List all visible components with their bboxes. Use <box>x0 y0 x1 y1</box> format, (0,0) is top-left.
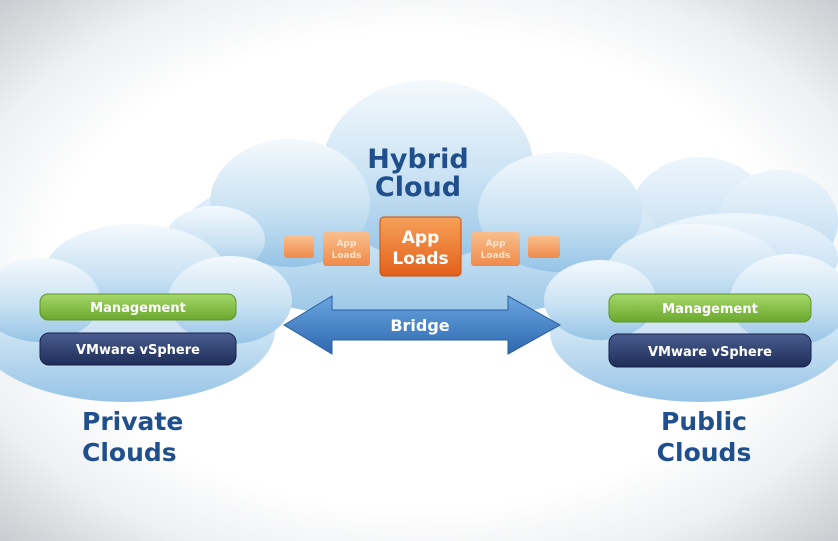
hybrid-title-line1: Hybrid <box>367 144 468 175</box>
app-loads-main-box <box>379 216 462 277</box>
public-vsphere-box: VMware vSphere <box>608 333 812 368</box>
app-loads-stub-left <box>284 236 314 258</box>
private-vsphere-box: VMware vSphere <box>39 332 237 366</box>
private-management-box: Management <box>39 293 237 321</box>
app-loads-small-left-line2: Loads <box>332 251 362 261</box>
app-loads-small-right <box>471 232 520 266</box>
private-clouds-line2: Clouds <box>82 438 177 467</box>
private-management-label: Management <box>90 301 186 316</box>
hybrid-title-line2: Cloud <box>375 172 461 203</box>
app-loads-small-left-line1: App <box>337 239 357 249</box>
app-loads-main-line1: App <box>402 228 440 248</box>
app-loads-stub-right <box>528 236 560 258</box>
public-clouds-line1: Public <box>661 407 747 436</box>
app-loads-main-line2: Loads <box>392 249 448 269</box>
public-management-box: Management <box>608 293 812 323</box>
app-loads-small-right-line1: App <box>486 239 506 249</box>
app-loads-row: App Loads App Loads App Loads <box>284 216 560 277</box>
app-loads-small-right-line2: Loads <box>481 251 511 261</box>
private-clouds-line1: Private <box>82 407 183 436</box>
public-management-label: Management <box>662 302 758 317</box>
bridge-arrow: Bridge <box>283 295 562 355</box>
app-loads-small-left <box>323 232 370 266</box>
bridge-label: Bridge <box>390 316 449 335</box>
public-clouds-line2: Clouds <box>657 438 752 467</box>
private-vsphere-label: VMware vSphere <box>76 343 200 358</box>
public-vsphere-label: VMware vSphere <box>648 345 772 360</box>
